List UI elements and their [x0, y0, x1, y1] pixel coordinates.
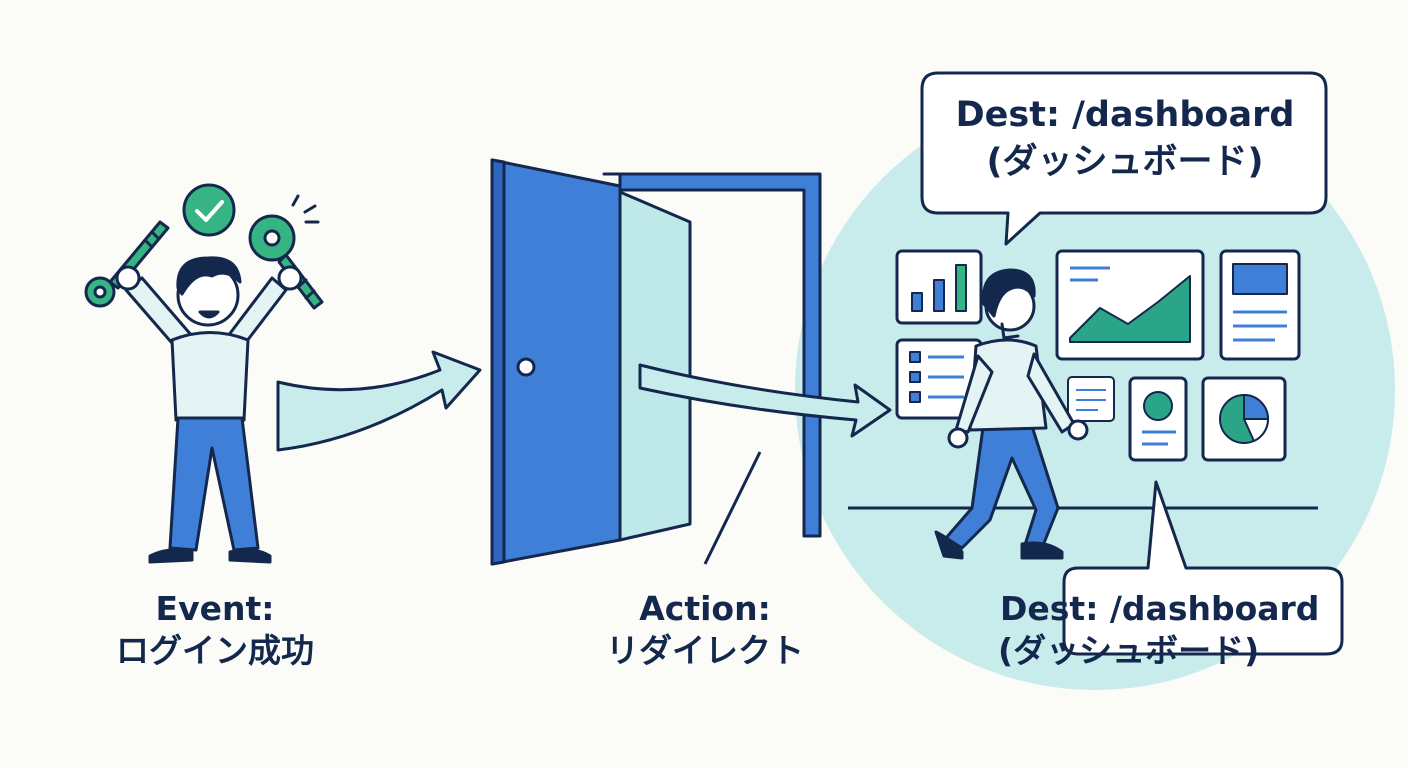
destination-label-name: (ダッシュボード) [998, 631, 1260, 671]
flow-arrow-1 [276, 350, 482, 452]
speech-bubble-bottom [1062, 480, 1344, 656]
speech-bubble-top [920, 71, 1328, 246]
check-icon [182, 183, 236, 237]
legs [168, 416, 260, 552]
area-chart-card [1055, 249, 1205, 361]
door-panel [490, 158, 622, 566]
action-label: Action: リダイレクト [560, 588, 850, 672]
open-door [490, 158, 822, 566]
destination-name: (ダッシュボード) [986, 141, 1264, 182]
bar-chart-card [895, 249, 983, 325]
destination-path: Dest: /dashboard [955, 95, 1295, 135]
dashboard-wall [895, 249, 1301, 462]
torso [170, 331, 250, 422]
destination-label: Dest: /dashboard (ダッシュボード) [960, 588, 1360, 672]
walking-person [934, 268, 1089, 560]
success-person [84, 183, 324, 564]
event-heading: Event: [155, 589, 275, 628]
event-value: ログイン成功 [116, 631, 314, 671]
door-frame [602, 172, 822, 538]
profile-card [1128, 376, 1188, 462]
event-label: Event: ログイン成功 [60, 588, 370, 672]
walker-torso [968, 338, 1048, 432]
door-light [618, 190, 692, 542]
pie-chart-card [1201, 376, 1287, 462]
doc-card [1219, 249, 1301, 361]
mini-card [1067, 376, 1115, 422]
destination-label-path: Dest: /dashboard [1000, 589, 1320, 628]
action-value: リダイレクト [606, 631, 804, 671]
flow-arrow-2 [638, 363, 892, 438]
action-heading: Action: [639, 589, 771, 628]
door-knob [516, 357, 536, 377]
destination-bubble-text: Dest: /dashboard (ダッシュボード) [935, 92, 1315, 186]
